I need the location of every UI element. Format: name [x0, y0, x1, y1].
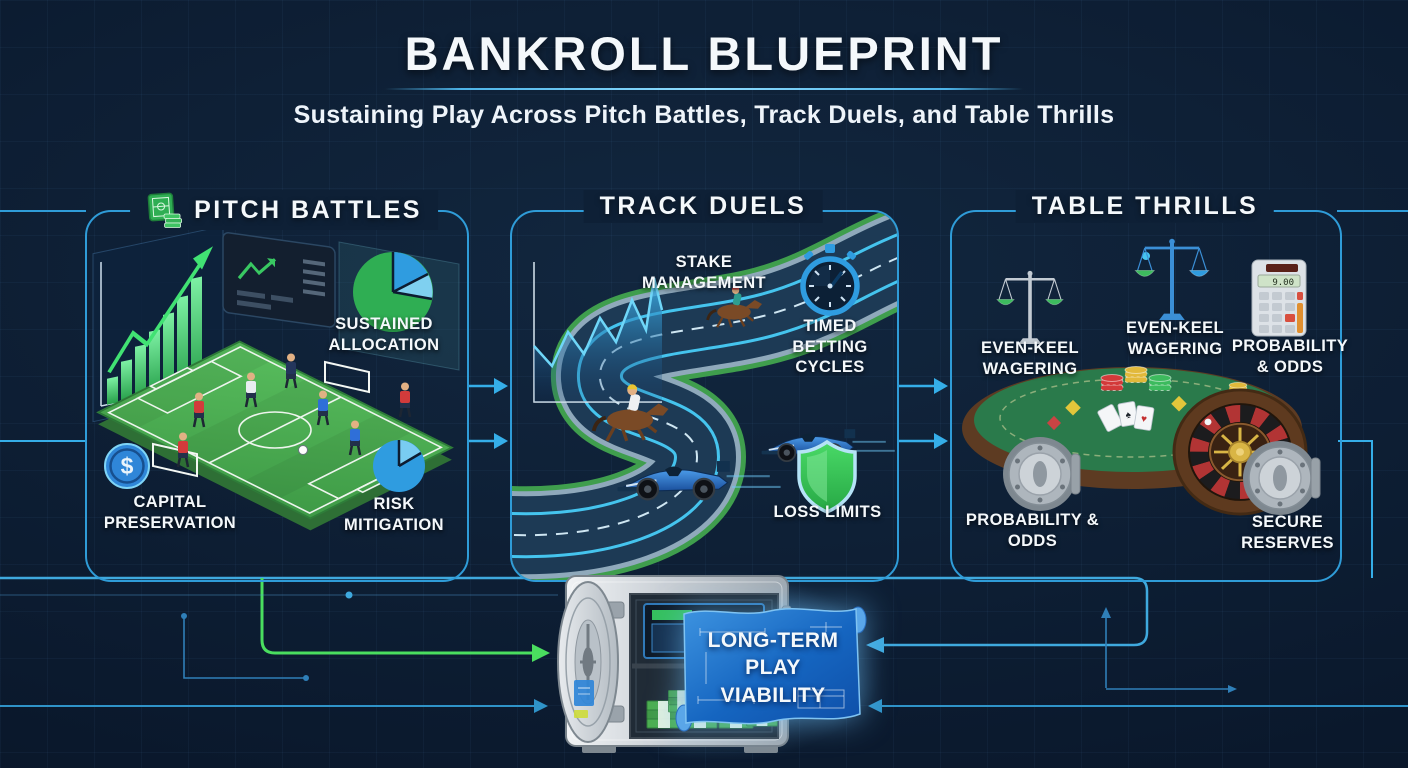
- scroll-label: LONG-TERM PLAY VIABILITY: [707, 629, 839, 707]
- label-loss-limits: LOSS LIMITS: [773, 503, 882, 521]
- arrow-icon-right-up: [1101, 607, 1237, 693]
- right-mid-stub: [1338, 440, 1373, 578]
- label-sustained-allocation: SUSTAINED ALLOCATION: [328, 315, 440, 354]
- label-secure-reserves: SECURE RESERVES: [1241, 513, 1334, 552]
- track-duels-scene: [512, 212, 897, 580]
- panel-title-text: PITCH BATTLES: [194, 195, 422, 224]
- panel-pitch-battles: $ SUSTAINED ALLOCATION CAPITAL PRESERVAT…: [85, 210, 469, 582]
- chip-stack-green: [1148, 374, 1172, 391]
- panel-title-table-thrills: TABLE THRILLS: [1015, 190, 1275, 223]
- panel-title-text: TABLE THRILLS: [1031, 192, 1259, 220]
- label-capital-preservation: CAPITAL PRESERVATION: [103, 493, 237, 532]
- panel-title-track-duels: TRACK DUELS: [583, 190, 823, 223]
- calculator-display: 9.00: [1272, 278, 1294, 288]
- blueprint-scroll-icon: LONG-TERM PLAY VIABILITY: [670, 594, 872, 746]
- line-chart-icon: [533, 262, 664, 403]
- page-title: BANKROLL BLUEPRINT: [404, 27, 1004, 80]
- dashboard-icon: [222, 232, 336, 328]
- horse-jockey-icon: [591, 384, 669, 442]
- pitch-battles-scene: $: [87, 212, 467, 580]
- playing-cards: ♠ ♥: [1096, 400, 1155, 433]
- player-red: [398, 381, 412, 419]
- chip-stack-red: [1100, 374, 1124, 391]
- pitch-icon: [147, 192, 182, 228]
- vault-door-icon: [1242, 440, 1321, 516]
- label-risk-mitigation: RISK MITIGATION: [344, 495, 444, 534]
- stopwatch-icon: [800, 244, 860, 316]
- arrow-icon-bottom-right: [868, 699, 1408, 713]
- horse-jockey-icon: [706, 286, 762, 328]
- panel-table-thrills: ♠ ♥: [950, 210, 1348, 582]
- arrow-icon-p1-p2-top: [468, 378, 508, 394]
- heart-suit: ♥: [1140, 414, 1148, 426]
- label-probability-odds-top: PROBABILITY & ODDS: [1231, 337, 1349, 376]
- label-even-keel-wagering-center: EVEN-KEEL WAGERING: [1125, 319, 1225, 358]
- vault-open-door: [557, 581, 625, 743]
- title-underline: [385, 88, 1023, 90]
- arrow-icon-p2-p3-bottom: [898, 433, 948, 449]
- header: BANKROLL BLUEPRINT Sustaining Play Acros…: [0, 26, 1408, 130]
- spade-suit: ♠: [1125, 409, 1133, 421]
- chip-stack-yellow: [1124, 366, 1148, 383]
- shield-icon: [797, 439, 857, 514]
- dollar-symbol: $: [121, 453, 134, 479]
- arrow-icon-p1-p2-bottom: [468, 433, 508, 449]
- scales-icon: [995, 269, 1065, 346]
- bar-chart-icon: [92, 225, 224, 423]
- pie-chart-blue-icon: [373, 440, 425, 492]
- arrow-icon-p2-p3-top: [898, 378, 948, 394]
- arrow-icon-green-feed: [260, 578, 550, 662]
- label-even-keel-wagering-left: EVEN-KEEL WAGERING: [980, 339, 1080, 378]
- panel-title-pitch-battles: PITCH BATTLES: [130, 190, 438, 230]
- panel-track-duels: STAKE MANAGEMENT TIMED BETTING CYCLES LO…: [510, 210, 899, 582]
- calculator-icon: 9.00: [1251, 259, 1307, 337]
- faint-node-line: [0, 591, 558, 599]
- race-car-icon: [617, 461, 781, 501]
- arrow-icon-bottom-left: [0, 699, 548, 713]
- label-timed-betting-cycles: TIMED BETTING CYCLES: [792, 317, 868, 377]
- soccer-pitch: [96, 340, 454, 520]
- table-thrills-scene: ♠ ♥: [952, 212, 1340, 580]
- label-probability-odds-bottom: PROBABILITY & ODDS: [965, 511, 1100, 550]
- soccer-ball: [298, 445, 308, 455]
- label-stake-management: STAKE MANAGEMENT: [641, 253, 767, 292]
- panel-title-text: TRACK DUELS: [599, 192, 807, 220]
- left-l-connector: [181, 613, 309, 681]
- dollar-coin-icon: $: [104, 443, 150, 489]
- pie-chart-green-icon: [338, 241, 460, 371]
- page-subtitle: Sustaining Play Across Pitch Battles, Tr…: [293, 101, 1115, 129]
- scales-icon: [1133, 237, 1211, 322]
